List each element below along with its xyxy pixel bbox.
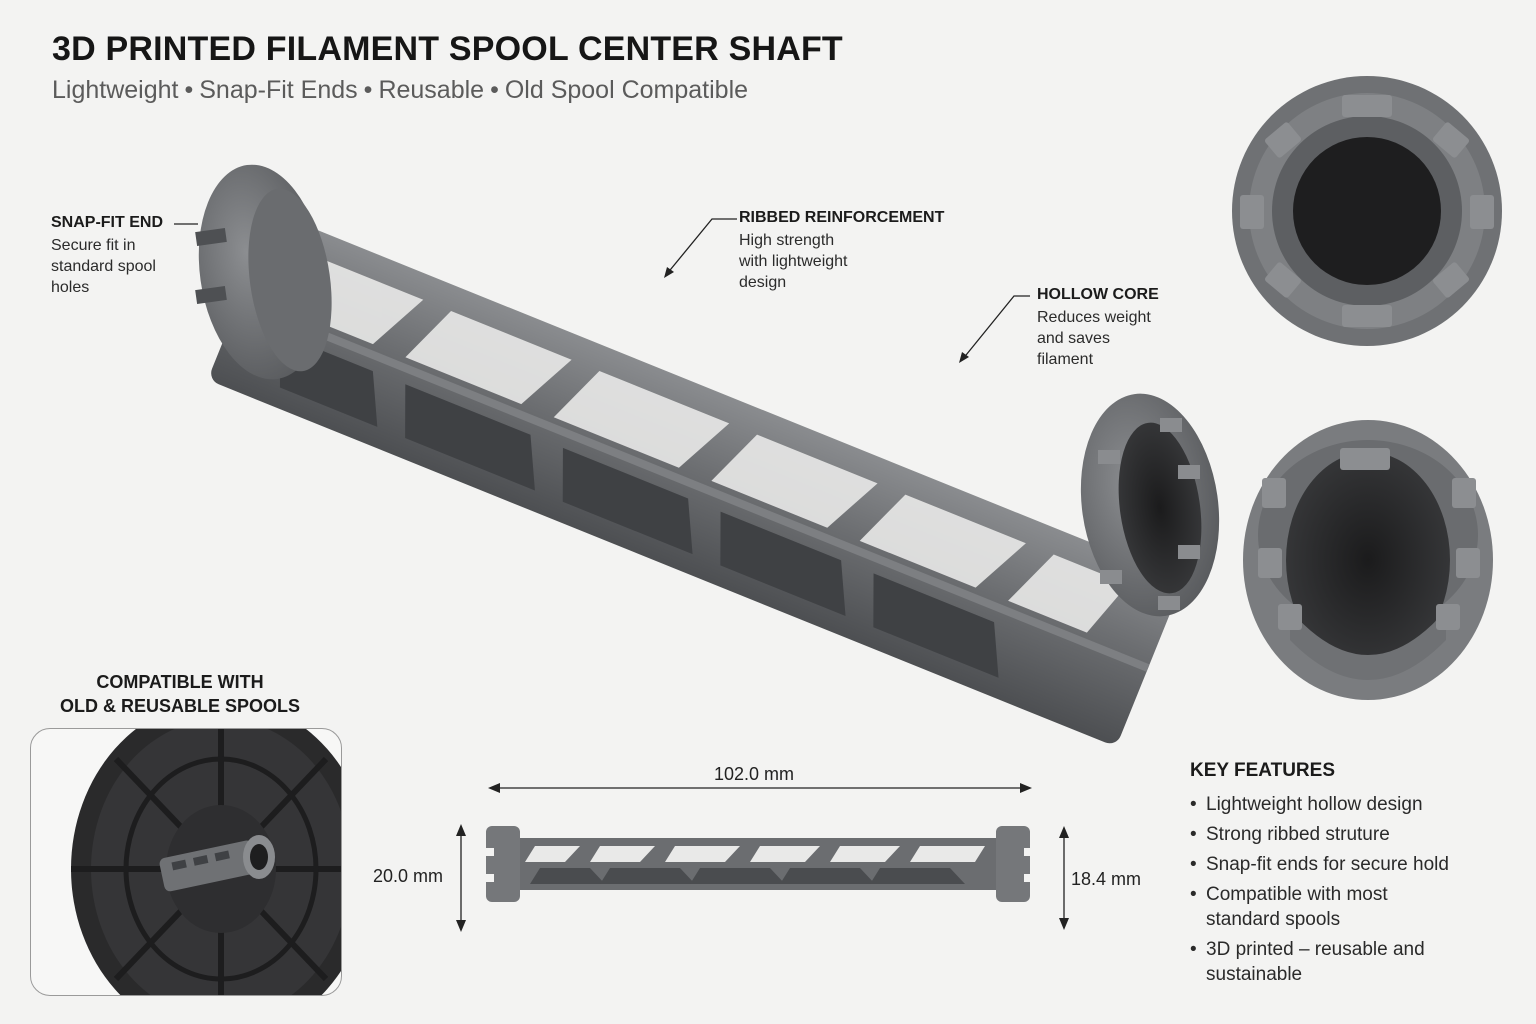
callout-line: Secure fit in bbox=[51, 237, 136, 254]
dimension-inner-diameter-label: 18.4 mm bbox=[1071, 869, 1142, 889]
list-item: Snap-fit ends for secure hold bbox=[1190, 852, 1510, 877]
compatibility-title: COMPATIBLE WITH OLD & REUSABLE SPOOLS bbox=[30, 670, 330, 718]
dimension-arrows bbox=[456, 783, 1069, 932]
key-features-title: KEY FEATURES bbox=[1190, 760, 1335, 781]
subtitle-item-compatible: Old Spool Compatible bbox=[504, 76, 749, 104]
callout-ribbed: RIBBED REINFORCEMENT High strength with … bbox=[739, 209, 944, 293]
list-item: Strong ribbed struture bbox=[1190, 822, 1510, 847]
subtitle-separator: • bbox=[490, 76, 499, 104]
subtitle-item-lightweight: Lightweight bbox=[52, 76, 179, 104]
callout-line: with lightweight bbox=[739, 253, 848, 270]
callout-line: filament bbox=[1037, 351, 1094, 368]
list-item: Lightweight hollow design bbox=[1190, 792, 1510, 817]
subtitle-separator: • bbox=[363, 76, 373, 104]
callout-leaders bbox=[174, 218, 1030, 361]
callout-line: and saves bbox=[1037, 330, 1110, 347]
callout-line: High strength bbox=[739, 232, 835, 249]
callout-hollow-text: Reduces weight and saves filament bbox=[1037, 307, 1159, 370]
callout-line: standard spool bbox=[51, 258, 156, 275]
dimension-outer-diameter-label: 20.0 mm bbox=[373, 866, 444, 886]
callout-hollow: HOLLOW CORE Reduces weight and saves fil… bbox=[1037, 286, 1159, 370]
compatibility-title-line: COMPATIBLE WITH bbox=[96, 672, 264, 692]
callout-ribbed-text: High strength with lightweight design bbox=[739, 230, 944, 293]
page-title: 3D PRINTED FILAMENT SPOOL CENTER SHAFT bbox=[52, 30, 843, 68]
callout-line: Reduces weight bbox=[1037, 309, 1151, 326]
list-item: Compatible with most standard spools bbox=[1190, 882, 1446, 932]
callout-snap-fit-text: Secure fit in standard spool holes bbox=[51, 235, 163, 298]
callout-hollow-title: HOLLOW CORE bbox=[1037, 286, 1159, 303]
side-view-shaft bbox=[484, 826, 1034, 902]
compatibility-image-panel bbox=[30, 728, 342, 996]
callout-ribbed-title: RIBBED REINFORCEMENT bbox=[739, 209, 945, 226]
compatibility-title-line: OLD & REUSABLE SPOOLS bbox=[59, 696, 301, 716]
dimension-length-label: 102.0 mm bbox=[714, 764, 795, 784]
subtitle-item-reusable: Reusable bbox=[378, 76, 485, 104]
key-features-list: Lightweight hollow design Strong ribbed … bbox=[1190, 792, 1510, 992]
list-item: 3D printed – reusable and sustainable bbox=[1190, 937, 1446, 987]
callout-line: design bbox=[739, 274, 787, 291]
callout-snap-fit: SNAP-FIT END Secure fit in standard spoo… bbox=[51, 214, 163, 298]
callout-line: holes bbox=[51, 279, 90, 296]
end-view-top bbox=[1232, 76, 1502, 346]
page-subtitle: Lightweight•Snap-Fit Ends•Reusable•Old S… bbox=[52, 76, 748, 105]
subtitle-item-snap-fit: Snap-Fit Ends bbox=[199, 76, 358, 104]
spool-illustration bbox=[71, 729, 341, 995]
end-view-bottom bbox=[1243, 420, 1493, 700]
callout-snap-fit-title: SNAP-FIT END bbox=[51, 214, 163, 231]
subtitle-separator: • bbox=[184, 76, 194, 104]
